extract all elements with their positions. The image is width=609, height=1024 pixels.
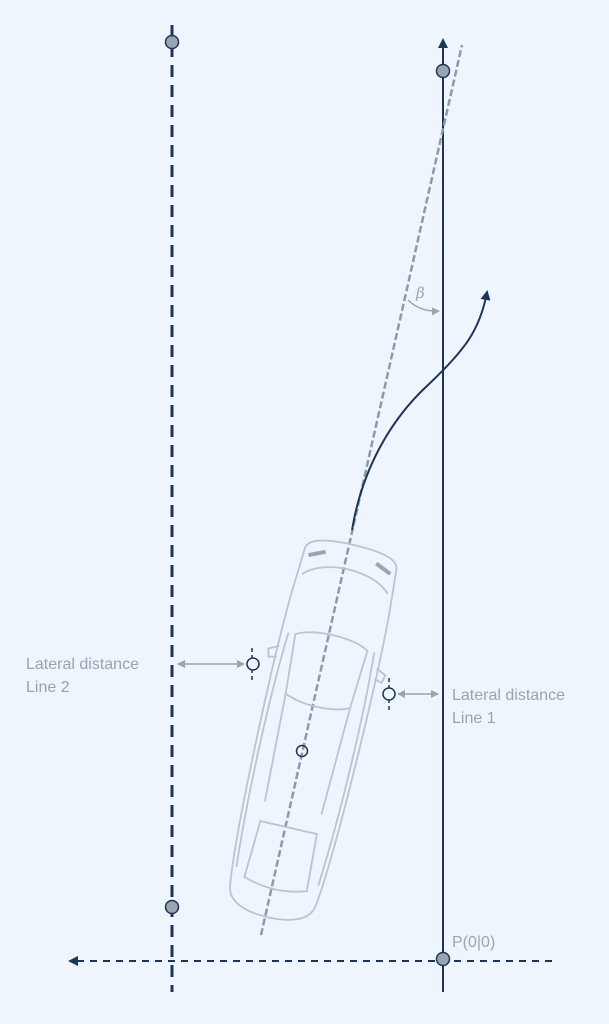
car-mirror-left bbox=[267, 644, 280, 658]
angle-beta-label: β bbox=[415, 284, 425, 302]
sensor-right-point bbox=[382, 687, 396, 701]
car-side-line-left bbox=[235, 632, 290, 867]
car-side-line-right bbox=[317, 652, 376, 886]
lateral-distance-line2-label-b: Line 2 bbox=[26, 679, 70, 696]
car-top-view bbox=[229, 539, 398, 921]
lane1-point-top bbox=[435, 63, 451, 79]
origin-point bbox=[435, 951, 451, 967]
car-headlight-right bbox=[375, 561, 392, 576]
lateral-distance-line1-label-a: Lateral distance bbox=[452, 687, 565, 704]
origin-label: P(0|0) bbox=[452, 934, 495, 951]
lane2-point-top bbox=[164, 34, 180, 50]
sensor-left-point bbox=[246, 657, 260, 671]
car-mirror-right bbox=[373, 667, 387, 684]
lateral-distance-line2-label-a: Lateral distance bbox=[26, 656, 139, 673]
car-roof-left bbox=[263, 693, 287, 802]
car-center-point bbox=[295, 744, 309, 758]
angle-beta-arc bbox=[407, 299, 440, 316]
trajectory-curve bbox=[351, 290, 491, 531]
car-headlight-left bbox=[308, 549, 326, 558]
car-hood-line bbox=[301, 566, 389, 595]
lateral-distance-line1-label-b: Line 1 bbox=[452, 710, 496, 727]
car-roof-right bbox=[320, 708, 351, 815]
car-windshield bbox=[284, 631, 369, 711]
lane2-point-bottom bbox=[164, 899, 180, 915]
car-body-outline bbox=[229, 539, 398, 921]
car-rear-window bbox=[243, 819, 318, 893]
